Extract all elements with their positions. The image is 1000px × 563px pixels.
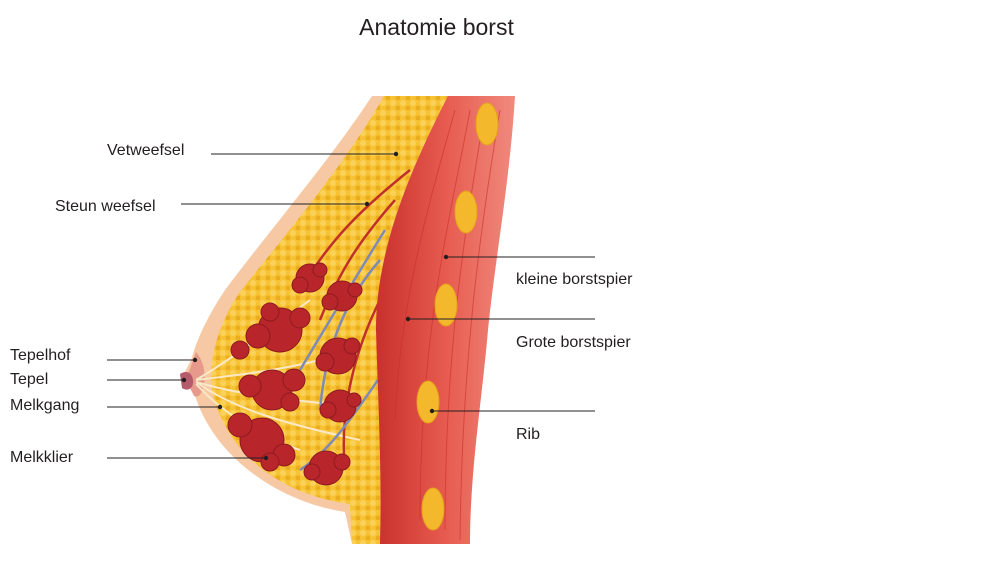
nipple — [180, 372, 194, 390]
leader-lines — [107, 153, 595, 459]
label-vetweefsel: Vetweefsel — [107, 142, 185, 159]
label-tepel: Tepel — [10, 371, 49, 388]
mammary-glands — [227, 262, 363, 486]
leader-dots — [181, 151, 449, 461]
muscle-fibers — [394, 109, 501, 541]
label-kleine-borstspier: kleine borstspier — [516, 271, 633, 288]
label-tepelhof: Tepelhof — [10, 347, 71, 364]
label-melkgang: Melkgang — [10, 397, 80, 414]
diagram-title: Anatomie borst — [359, 14, 514, 40]
label-grote-borstspier: Grote borstspier — [516, 334, 631, 351]
label-steun-weefsel: Steun weefsel — [55, 198, 156, 215]
label-rib: Rib — [516, 426, 541, 443]
label-melkklier: Melkklier — [10, 449, 74, 466]
